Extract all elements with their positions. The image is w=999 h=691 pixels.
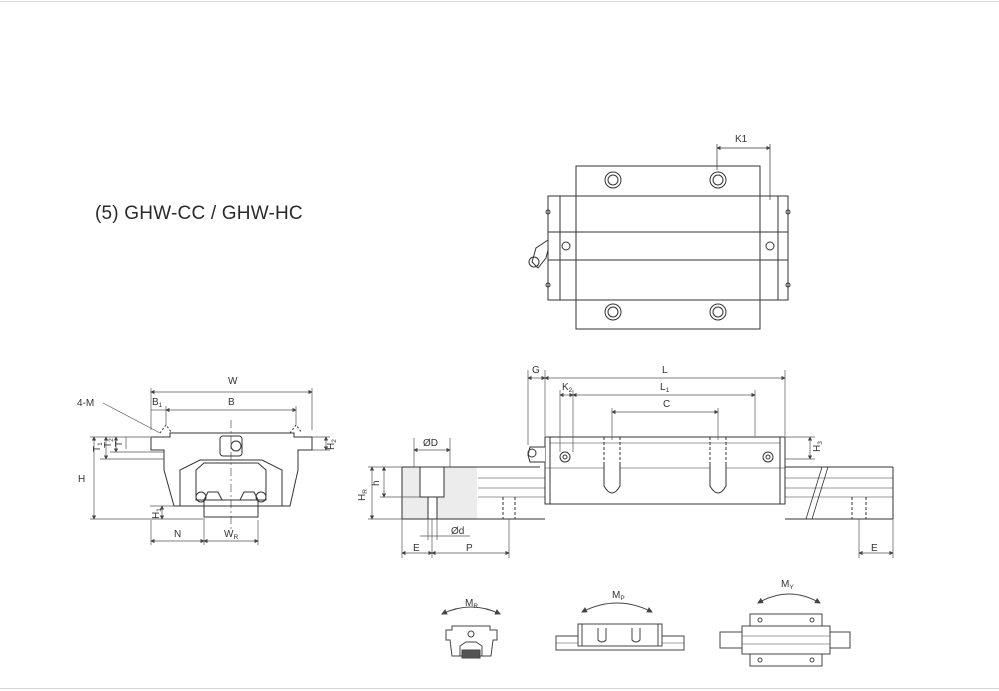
mr-label: MR bbox=[465, 598, 478, 610]
h-label: H bbox=[78, 474, 85, 485]
top-view bbox=[528, 144, 791, 330]
w-label: W bbox=[228, 376, 238, 387]
b1-label: B1 bbox=[152, 397, 163, 409]
bottom-border bbox=[0, 688, 999, 689]
end-view-dimensions bbox=[90, 388, 330, 545]
h2-label: H2 bbox=[326, 439, 338, 450]
moment-mr-icon bbox=[441, 606, 501, 659]
mp-label: MP bbox=[612, 590, 625, 602]
h-small-label: h bbox=[371, 480, 382, 486]
n-label: N bbox=[174, 529, 181, 540]
page-title: (5) GHW-CC / GHW-HC bbox=[95, 203, 303, 224]
t-label: T bbox=[114, 441, 125, 447]
moment-my-icon bbox=[719, 593, 851, 667]
t2-label: T2 bbox=[103, 438, 115, 448]
l-label: L bbox=[662, 365, 668, 376]
moment-mp-icon bbox=[555, 602, 685, 651]
k2-label: K2 bbox=[562, 382, 573, 394]
h3-label: H3 bbox=[812, 441, 824, 452]
top-border bbox=[0, 1, 999, 2]
od-small-label: Ød bbox=[451, 526, 464, 537]
k1-label: K1 bbox=[735, 134, 748, 145]
four-m-label: 4-M bbox=[77, 398, 94, 409]
e2-label: E bbox=[871, 543, 878, 554]
g-label: G bbox=[532, 365, 540, 376]
od-label: ØD bbox=[423, 438, 438, 449]
b-label: B bbox=[228, 397, 235, 408]
p-label: P bbox=[466, 543, 473, 554]
side-view bbox=[401, 436, 894, 520]
l1-label: L1 bbox=[660, 382, 670, 394]
t1-label: T1 bbox=[92, 442, 104, 452]
e1-label: E bbox=[413, 543, 420, 554]
h1-label: H1 bbox=[151, 508, 163, 519]
my-label: MY bbox=[781, 579, 794, 591]
end-view bbox=[150, 420, 313, 530]
hr-label: HR bbox=[357, 489, 369, 501]
wr-label: WR bbox=[224, 529, 238, 541]
side-view-dimensions bbox=[368, 370, 894, 558]
c-label: C bbox=[663, 399, 670, 410]
